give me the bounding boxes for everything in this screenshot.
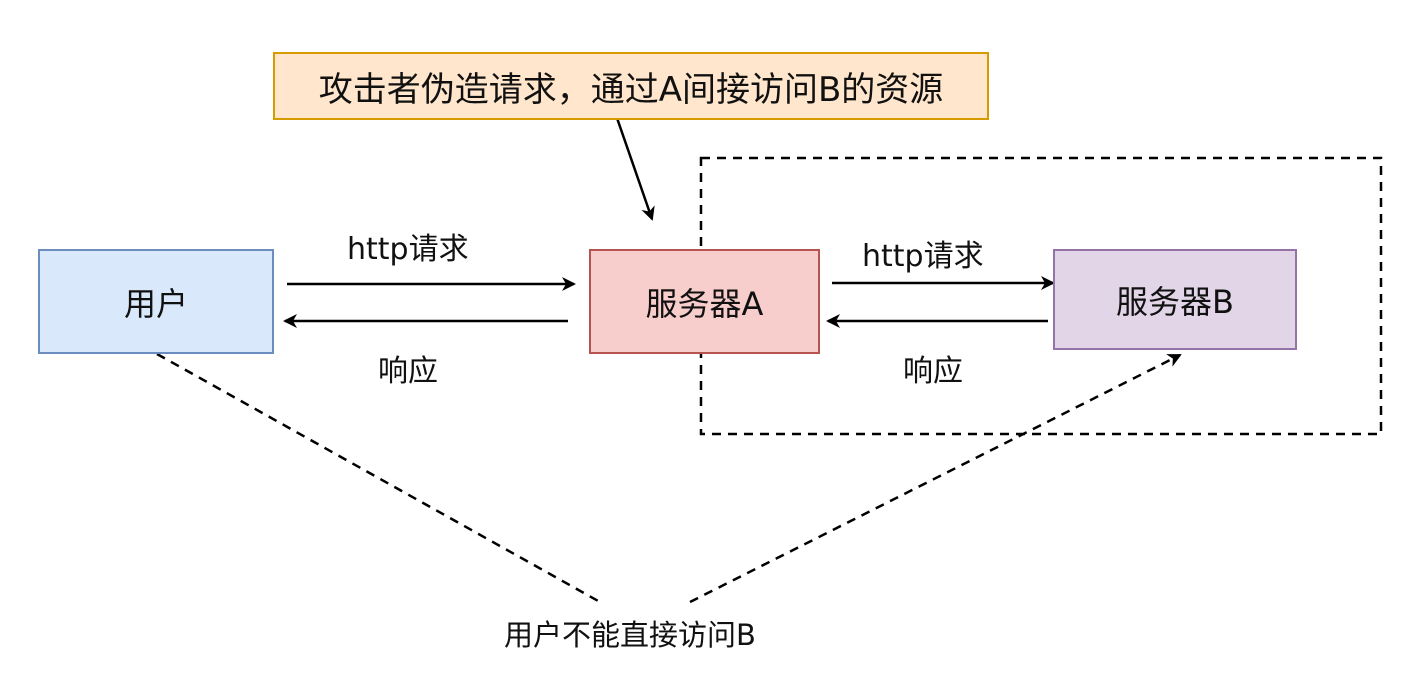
server-b-node-label: 服务器B bbox=[1116, 282, 1234, 321]
edge-label-user-response: 响应 bbox=[378, 354, 438, 389]
attacker-callout-text: 攻击者伪造请求，通过A间接访问B的资源 bbox=[318, 69, 944, 110]
server-a-node-label: 服务器A bbox=[645, 284, 764, 323]
edge-label-user-request: http请求 bbox=[347, 232, 469, 267]
server-zone-boundary bbox=[699, 156, 1383, 436]
server-a-node: 服务器A bbox=[589, 249, 820, 354]
dashed-user-to-note bbox=[156, 352, 601, 604]
edge-label-b-request: http请求 bbox=[862, 239, 984, 274]
callout-arrow bbox=[615, 117, 655, 221]
attacker-callout: 攻击者伪造请求，通过A间接访问B的资源 bbox=[273, 52, 989, 120]
server-b-node: 服务器B bbox=[1053, 249, 1297, 350]
dashed-note-to-b bbox=[689, 353, 1182, 604]
user-node: 用户 bbox=[38, 249, 274, 354]
edge-label-b-response: 响应 bbox=[903, 354, 963, 389]
no-direct-access-note: 用户不能直接访问B bbox=[504, 612, 756, 654]
user-node-label: 用户 bbox=[123, 284, 188, 323]
